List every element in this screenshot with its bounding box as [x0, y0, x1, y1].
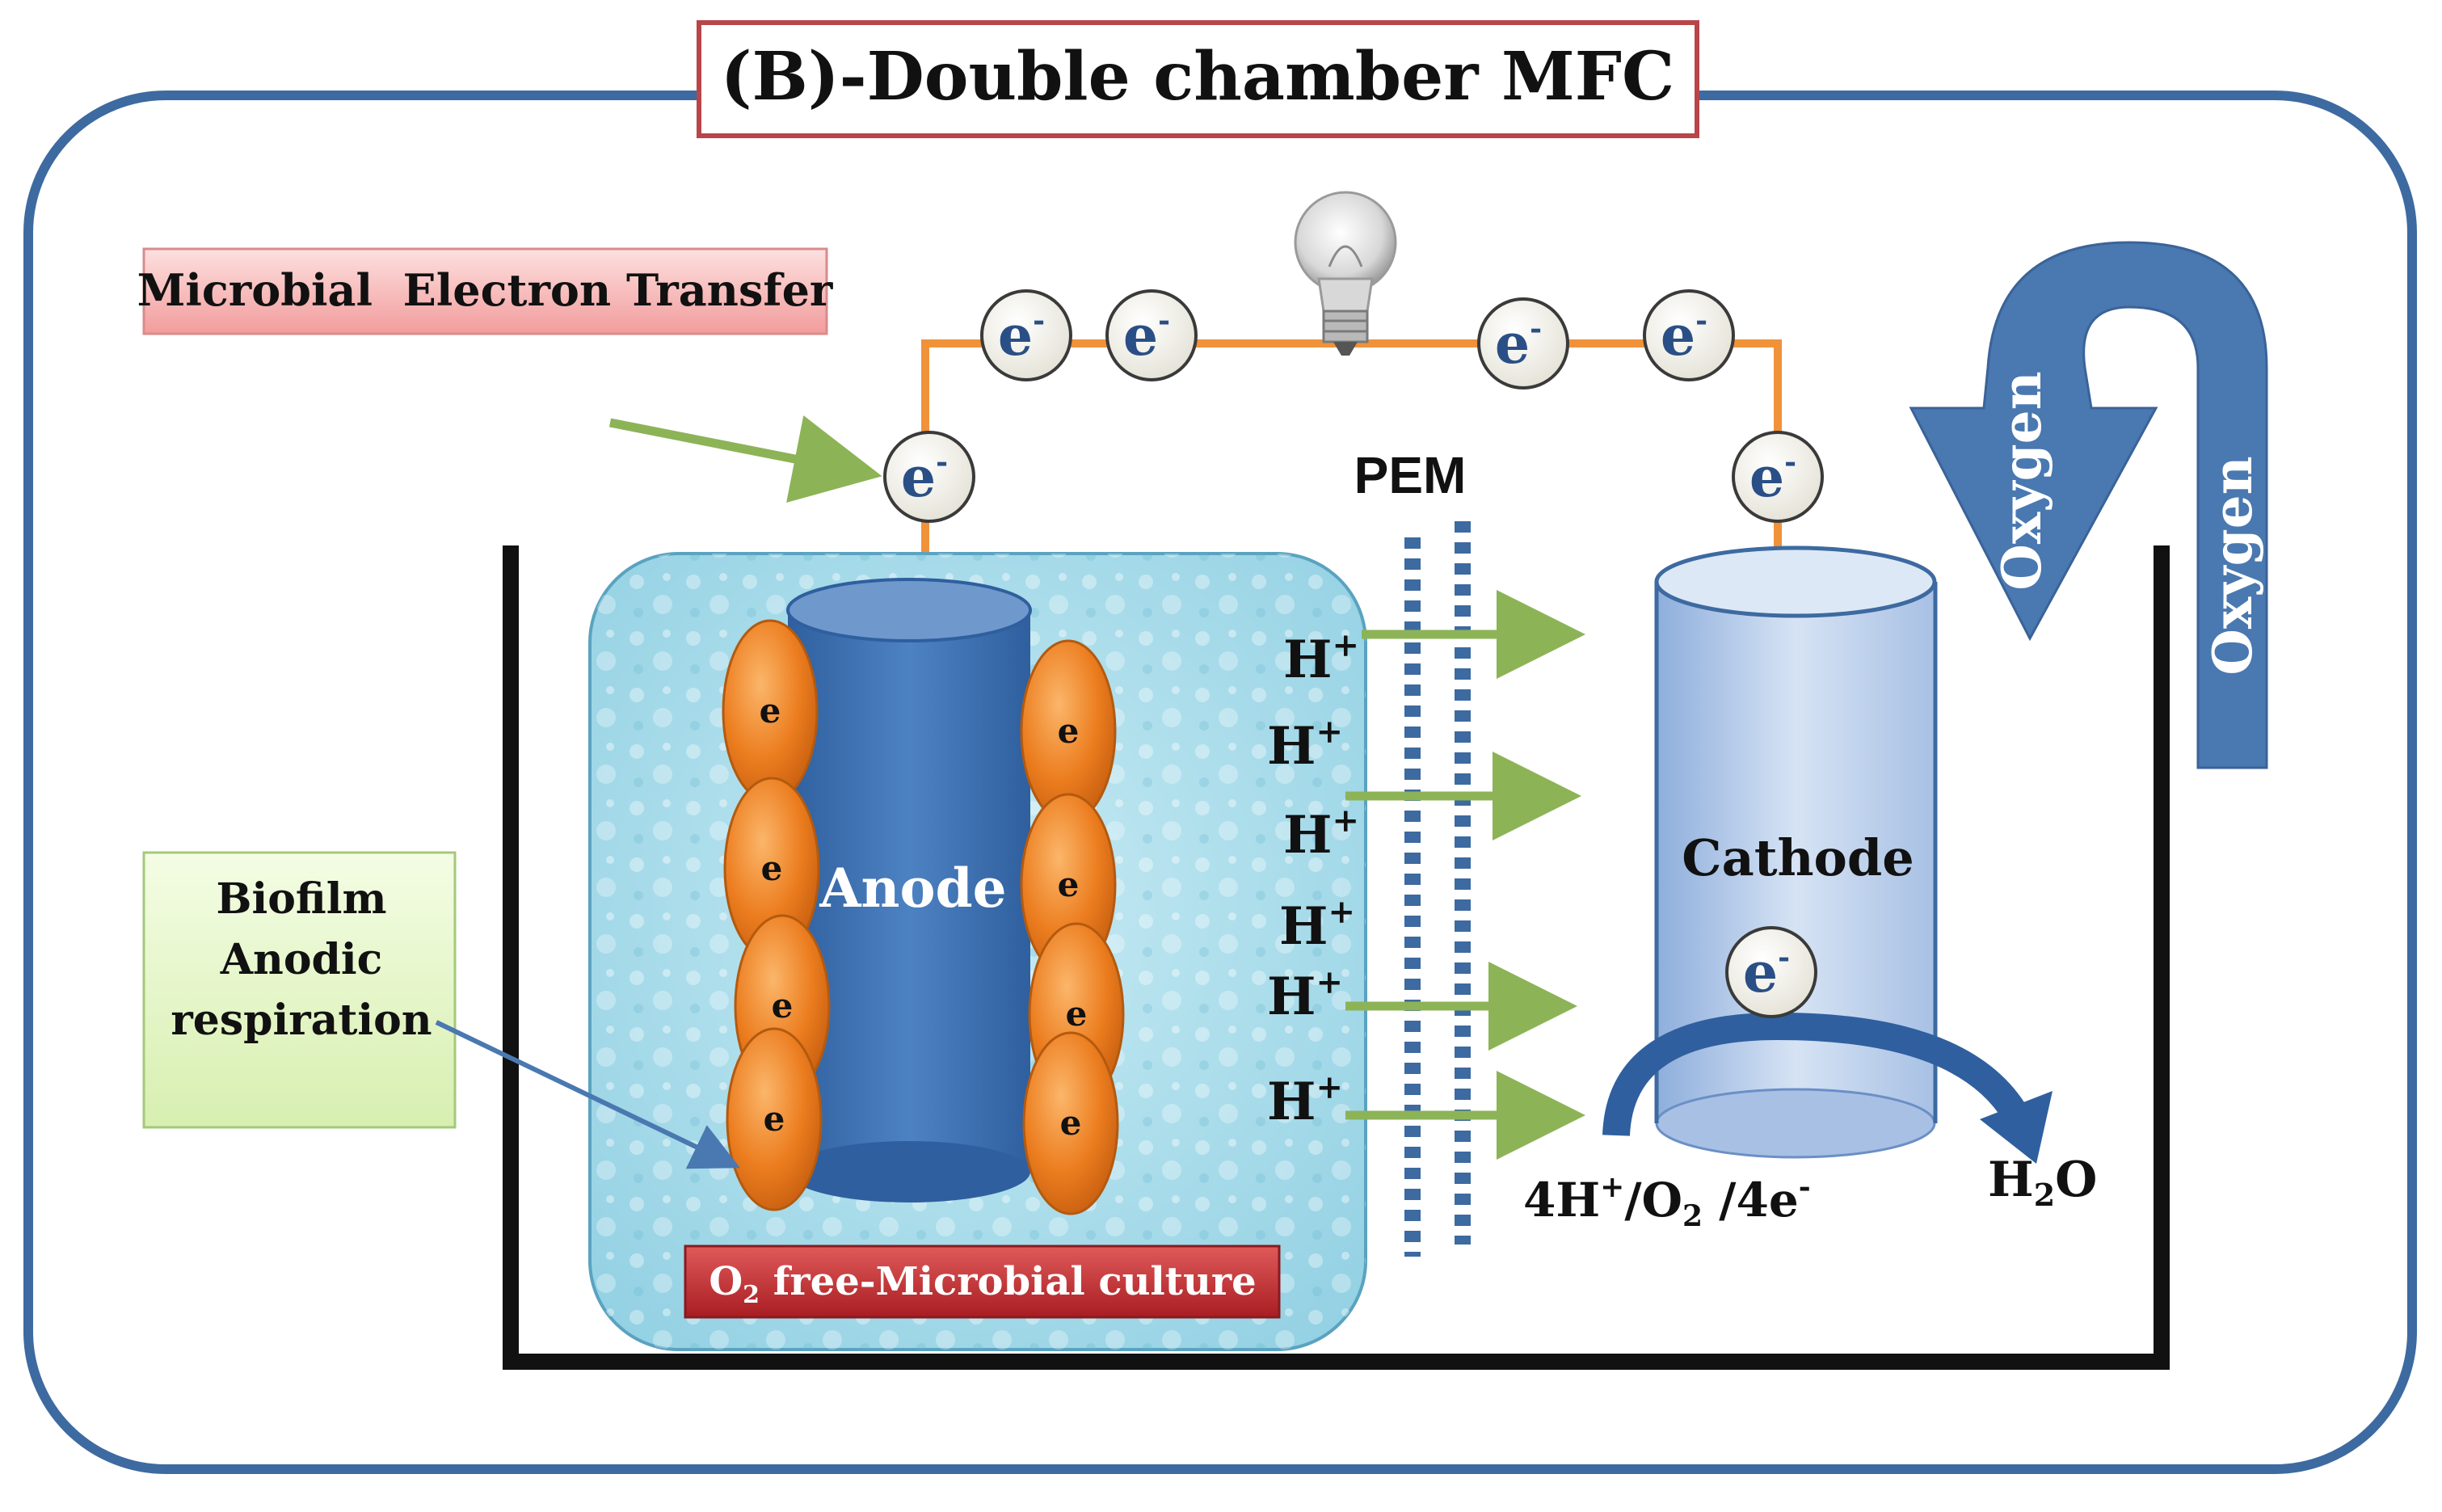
electron-symbol: e- [1123, 304, 1170, 369]
bacterium-electron-label: e [1066, 994, 1088, 1034]
proton-label: H+ [1279, 893, 1355, 957]
proton-label: H+ [1267, 713, 1343, 777]
electron-symbol: e- [998, 304, 1045, 369]
met-arrow [608, 415, 882, 503]
electron-symbol: e- [901, 445, 948, 510]
water-label: H2O [1988, 1152, 2097, 1213]
biofilm-arrow [435, 1020, 740, 1169]
proton-label: H+ [1267, 1068, 1343, 1132]
bacterium-electron-label: e [772, 986, 794, 1026]
bacterium-electron-label: e [764, 1099, 785, 1139]
anode [786, 578, 1032, 1202]
electron-symbol: e- [1743, 941, 1790, 1005]
wire-electron-icon: e- [1477, 297, 1569, 390]
electron-symbol: e- [1661, 304, 1707, 369]
culture-banner [684, 1245, 1281, 1319]
bacterium-icon: e [722, 619, 819, 803]
met-label-box [142, 247, 828, 335]
anode-label: Anode [819, 857, 1006, 920]
reaction-label: 4H+/O2 /4e- [1523, 1170, 1811, 1233]
wire-electron-icon: e- [1732, 431, 1824, 523]
proton-label: H+ [1267, 963, 1343, 1027]
bacterium-electron-label: e [760, 691, 781, 731]
met-label: Microbial Electron Transfer [137, 264, 833, 316]
bacterium-icon: e [1020, 639, 1117, 823]
oxygen-u-arrow [1909, 241, 2268, 769]
wire-electron-icon: e- [883, 431, 975, 523]
light-bulb-icon [1294, 191, 1397, 356]
reduction-arc [1602, 1012, 2028, 1137]
pem-label: PEM [1354, 446, 1467, 504]
page-title: (B)-Double chamber MFC [721, 38, 1675, 116]
bacterium-icon: e [1022, 1031, 1119, 1215]
culture-label: O2 free-Microbial culture [709, 1259, 1256, 1309]
electron-symbol: e- [1495, 312, 1542, 377]
wire-electron-icon: e- [980, 289, 1072, 381]
bacterium-icon: e [726, 1027, 823, 1211]
cathode-electron-icon: e- [1725, 926, 1817, 1018]
proton-label: H+ [1283, 626, 1359, 690]
biofilm-label-line2: Anodic [220, 935, 383, 984]
bacterium-electron-label: e [761, 849, 783, 888]
bacterium-electron-label: e [1058, 711, 1080, 751]
oxygen-out-label: Oxygen [2201, 456, 2264, 675]
bacterium-electron-label: e [1058, 865, 1080, 904]
title-box [697, 20, 1699, 138]
cathode-label: Cathode [1682, 828, 1914, 887]
reduction-arrowhead [1980, 1091, 2053, 1164]
wire-electron-icon: e- [1105, 289, 1198, 381]
electron-symbol: e- [1749, 445, 1796, 510]
tank [503, 545, 2170, 1370]
bacterium-icon: e [723, 777, 820, 961]
biofilm-box [142, 851, 457, 1129]
proton-label: H+ [1283, 802, 1359, 866]
wire-electron-icon: e- [1643, 289, 1735, 381]
oxygen-in-label: Oxygen [1990, 371, 2053, 590]
bacterium-electron-label: e [1060, 1103, 1082, 1143]
biofilm-label-line1: Biofilm [217, 874, 387, 924]
biofilm-label-line3: respiration [171, 996, 432, 1045]
